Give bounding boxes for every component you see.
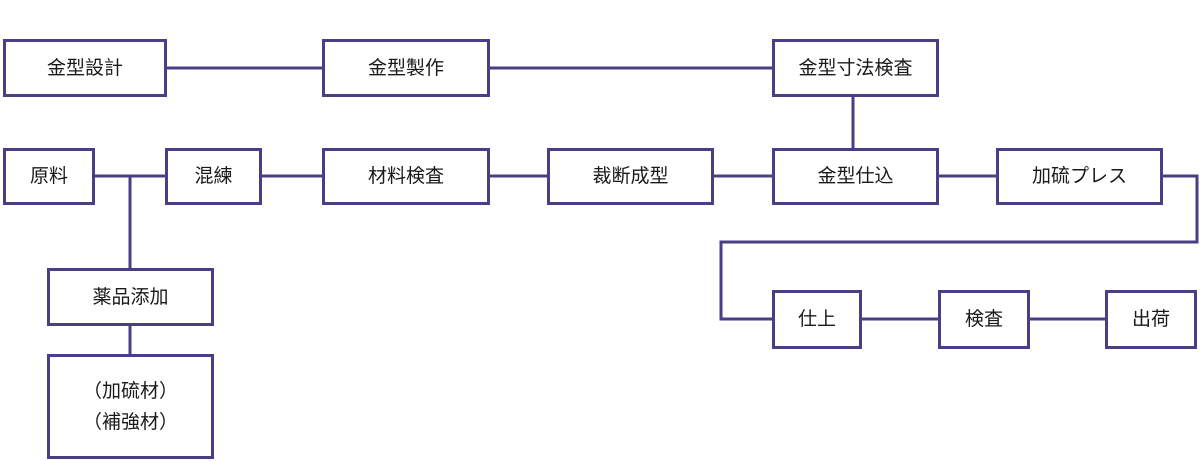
node-label: 材料検査 [367, 165, 444, 188]
node-vulcanization-press: 加硫プレス [996, 148, 1163, 205]
node-kneading: 混練 [165, 148, 262, 205]
node-label: 検査 [964, 308, 1003, 331]
node-label: 混練 [194, 165, 233, 188]
node-shipping: 出荷 [1105, 290, 1197, 349]
node-material-inspection: 材料検査 [322, 148, 490, 205]
node-finishing: 仕上 [772, 290, 862, 349]
node-label: 仕上 [797, 308, 836, 331]
node-label-group: （加硫材） （補強材） [83, 376, 178, 437]
node-chemical-addition: 薬品添加 [47, 268, 214, 326]
node-label: 加硫プレス [1031, 165, 1127, 188]
additive-vulcanizing-agent: （加硫材） [82, 380, 178, 403]
node-inspection: 検査 [938, 290, 1030, 349]
node-raw-material: 原料 [3, 148, 95, 205]
node-label: 金型寸法検査 [798, 56, 913, 79]
node-label: 金型仕込 [817, 165, 894, 188]
node-mold-dimension-inspection: 金型寸法検査 [772, 39, 939, 97]
node-mold-setup: 金型仕込 [772, 148, 939, 205]
node-label: 薬品添加 [92, 285, 169, 308]
node-label: 原料 [29, 165, 68, 188]
node-label: 金型製作 [367, 56, 444, 79]
node-additives: （加硫材） （補強材） [47, 354, 214, 459]
node-mold-design: 金型設計 [3, 39, 167, 97]
connector-press-finishing [719, 174, 1199, 321]
node-cutting-forming: 裁断成型 [547, 148, 714, 205]
additive-reinforcing-agent: （補強材） [82, 410, 178, 433]
node-label: 金型設計 [46, 56, 123, 79]
node-label: 出荷 [1131, 308, 1170, 331]
node-mold-making: 金型製作 [322, 39, 490, 97]
node-label: 裁断成型 [592, 165, 669, 188]
